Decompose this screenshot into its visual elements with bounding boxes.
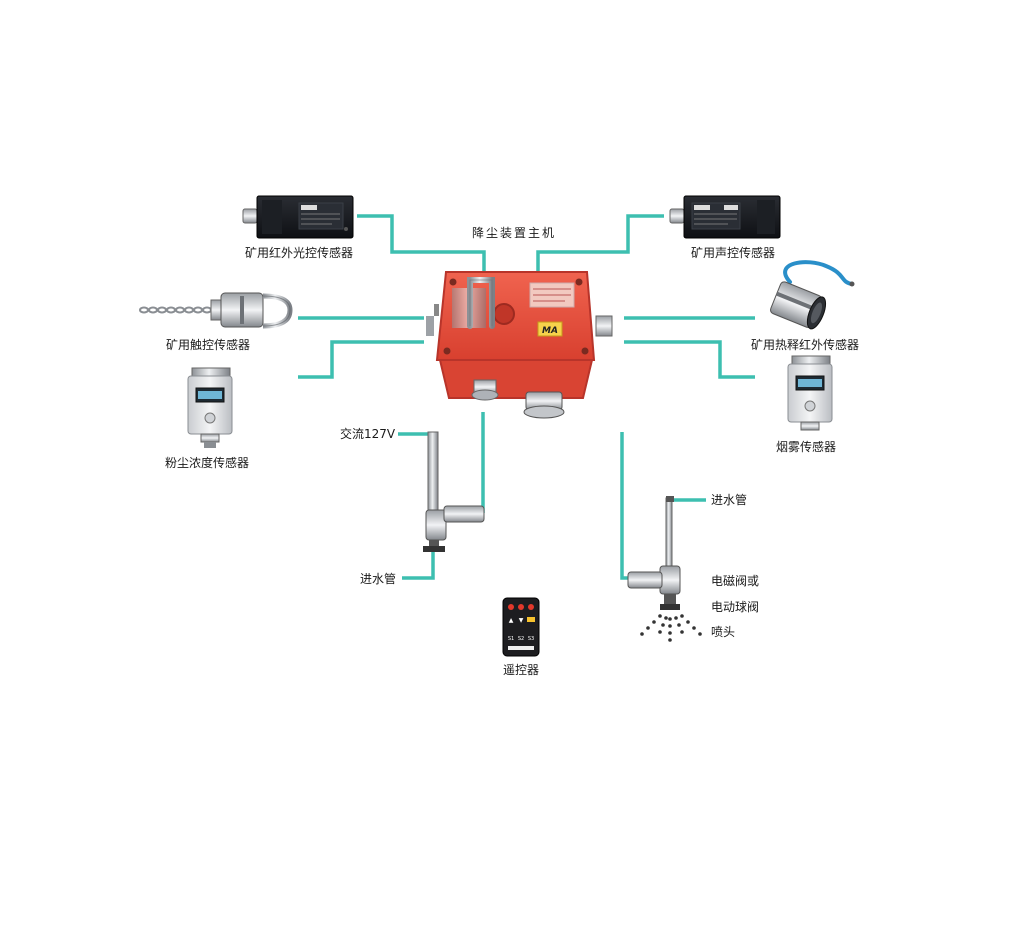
host-unit: MA <box>426 271 613 419</box>
touch-sensor-label: 矿用触控传感器 <box>166 338 251 352</box>
line-smoke-to-host <box>624 340 755 379</box>
smoke-sensor-label: 烟雾传感器 <box>776 440 837 454</box>
ir-light-sensor-label: 矿用红外光控传感器 <box>245 246 354 260</box>
line-ir-light-to-host <box>357 214 486 271</box>
svg-text:▼: ▼ <box>519 617 524 624</box>
sound-sensor-label: 矿用声控传感器 <box>691 246 776 260</box>
dust-sensor-image <box>187 367 233 448</box>
right-valve-assembly <box>627 496 681 610</box>
sound-sensor-image <box>669 195 781 239</box>
svg-text:▲: ▲ <box>509 617 514 624</box>
remote-label: 遥控器 <box>503 663 540 677</box>
valve-label-line1: 电磁阀或 <box>711 574 760 588</box>
line-dust-to-host <box>298 340 424 379</box>
remote-control-image: ▲ ▼ S1 S2 S3 <box>502 597 540 657</box>
remote-button-s2: S2 <box>518 636 524 642</box>
ac-power-label: 交流127V <box>340 427 396 441</box>
host-ma-plate: MA <box>542 326 558 336</box>
host-title-label: 降尘装置主机 <box>472 226 557 240</box>
touch-sensor-image <box>139 292 293 329</box>
water-inlet-left-label: 进水管 <box>360 572 397 586</box>
line-host-to-right-valve <box>620 432 628 580</box>
remote-button-s3: S3 <box>528 636 534 642</box>
pyro-ir-sensor-image <box>770 260 855 330</box>
nozzle-spray <box>640 614 702 642</box>
nozzle-label: 喷头 <box>711 625 736 639</box>
ir-light-sensor-image <box>242 195 354 239</box>
valve-label-line2: 电动球阀 <box>711 600 760 614</box>
line-water-left <box>402 552 435 580</box>
connector-lines <box>298 214 755 580</box>
remote-button-s1: S1 <box>508 636 514 642</box>
line-sound-to-host <box>536 214 664 271</box>
dust-sensor-label: 粉尘浓度传感器 <box>165 456 250 470</box>
pyro-ir-sensor-label: 矿用热释红外传感器 <box>751 338 860 352</box>
water-inlet-right-label: 进水管 <box>711 493 748 507</box>
left-valve-assembly <box>423 431 485 552</box>
smoke-sensor-image <box>787 355 833 431</box>
